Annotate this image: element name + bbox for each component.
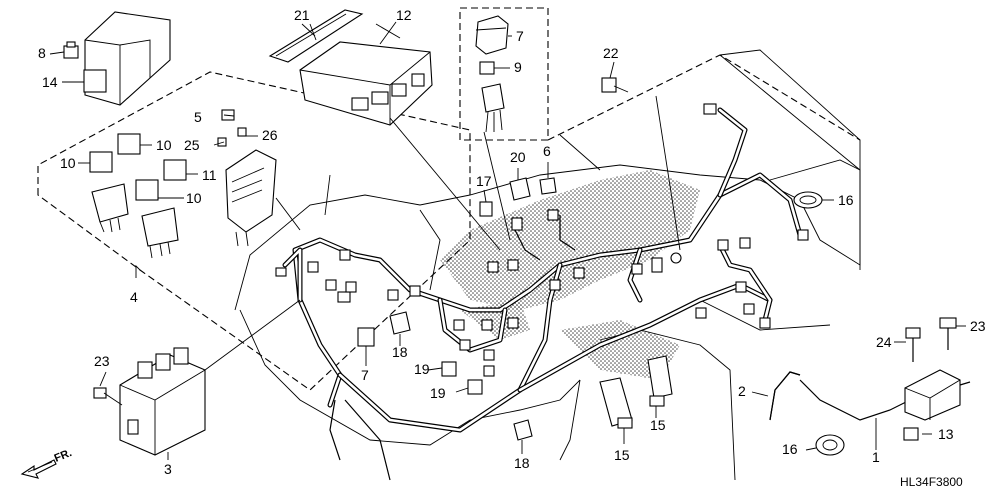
- front-arrow: FR.: [20, 447, 74, 479]
- part-9-top-left: [63, 41, 79, 59]
- callout-23-b: 23: [94, 353, 110, 369]
- callout-8: 7: [516, 28, 524, 44]
- callout-10-c: 10: [186, 190, 202, 206]
- part-1-coil: [799, 369, 971, 421]
- group-box-right: [547, 54, 861, 141]
- callout-20: 20: [510, 149, 526, 165]
- callout-19-a: 19: [414, 361, 430, 377]
- part-19-clip: [441, 361, 483, 395]
- nut-14: [903, 427, 919, 441]
- callout-16-a: 16: [838, 192, 854, 208]
- callout-13: 14: [42, 74, 58, 90]
- leader-lines: [49, 21, 966, 460]
- part-13-cover: [66, 11, 171, 106]
- front-label: FR.: [53, 447, 74, 465]
- part-9-connector: [479, 61, 495, 75]
- part-16-clamp-top: [793, 191, 823, 209]
- part-21-band: [268, 9, 364, 63]
- part-20-clip: [509, 177, 531, 201]
- callout-15-b: 15: [650, 417, 666, 433]
- part-16-clamp-bottom: [815, 434, 845, 456]
- bolt-22: [601, 77, 629, 93]
- part-2-tube: [769, 371, 801, 421]
- part-17-clip: [479, 201, 493, 217]
- callout-4: 5: [194, 109, 202, 125]
- bolt-23-left: [93, 387, 123, 406]
- callout-26: 26: [262, 127, 278, 143]
- diagram-code: HL34F3800: [900, 475, 963, 489]
- callout-2: 2: [738, 383, 746, 399]
- callout-24: 24: [876, 334, 892, 350]
- part-6-clip: [539, 177, 557, 195]
- group-box-5: [37, 71, 471, 391]
- part-12-control-unit: [299, 23, 433, 126]
- callout-3: 3: [164, 461, 172, 477]
- bolt-23-right: [939, 317, 957, 350]
- callout-1: 1: [872, 449, 880, 465]
- callout-21: 21: [294, 7, 310, 23]
- part-7-clip: [357, 327, 375, 347]
- callout-11: 11: [202, 167, 217, 183]
- callout-16-b: 16: [782, 441, 798, 457]
- callout-12: 12: [396, 7, 412, 23]
- callout-25: 25: [184, 137, 200, 153]
- callout-15-a: 15: [614, 447, 630, 463]
- callout-labels: 8 14 21 12 5 25 26 10 10 11 10 7 9 20 6 …: [38, 7, 986, 489]
- harness-connectors: [275, 103, 809, 377]
- callout-22: 22: [603, 45, 619, 61]
- callout-6: 6: [543, 143, 551, 159]
- part-3-module: [119, 347, 206, 456]
- part-15-band: [599, 355, 673, 429]
- callout-10-b: 10: [60, 155, 76, 171]
- callout-18-b: 18: [514, 455, 530, 471]
- callout-5: 4: [130, 289, 138, 305]
- callout-7: 7: [361, 367, 369, 383]
- callout-10-a: 10: [156, 137, 172, 153]
- relay-group: [89, 133, 187, 259]
- callout-19-b: 19: [430, 385, 446, 401]
- callout-18-a: 18: [392, 344, 408, 360]
- part-18-clip: [389, 311, 533, 441]
- callout-9: 8: [38, 45, 46, 61]
- callout-23-a: 23: [970, 318, 986, 334]
- callout-9-b: 9: [514, 59, 522, 75]
- callout-14: 13: [938, 426, 954, 442]
- bolt-24: [905, 327, 921, 362]
- callout-17: 17: [476, 173, 492, 189]
- sensor-connector: [481, 83, 505, 133]
- part-8-relay: [475, 15, 509, 55]
